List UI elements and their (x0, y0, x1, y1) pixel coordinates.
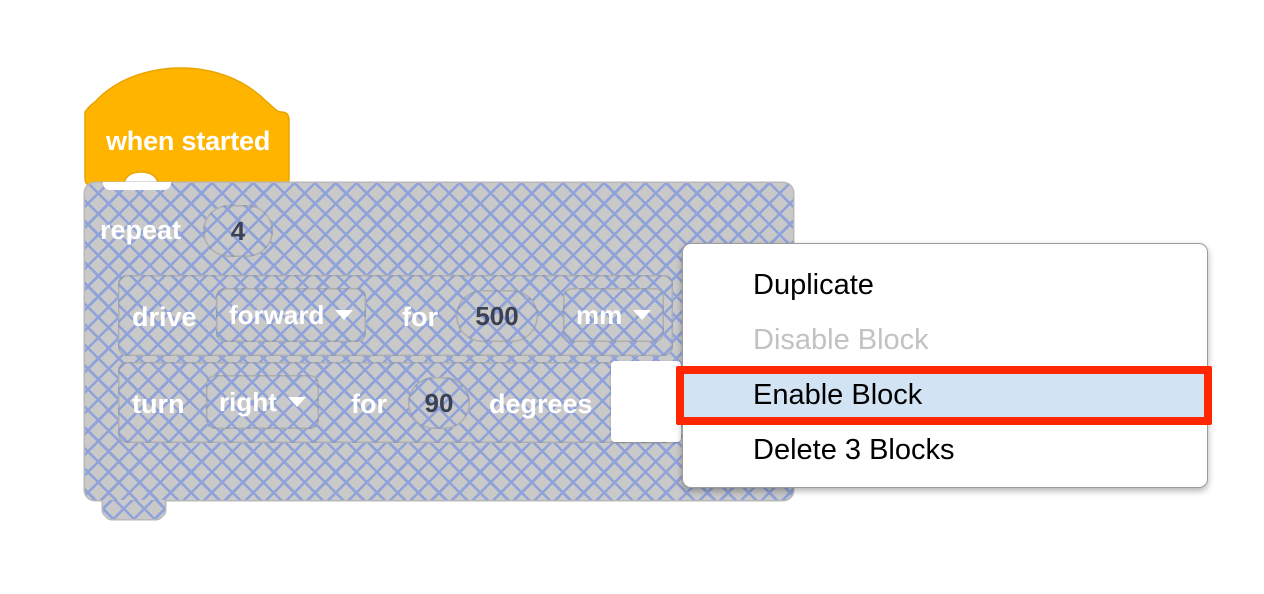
turn-direction-value: right (219, 386, 277, 417)
menu-backing-panel (611, 361, 681, 442)
drive-amount-value: 500 (475, 300, 519, 331)
block-turn[interactable] (118, 362, 674, 443)
drive-direction-value: forward (229, 299, 325, 330)
repeat-count-value: 4 (230, 215, 246, 246)
context-menu[interactable]: Duplicate Disable Block Enable Block Del… (682, 243, 1208, 488)
repeat-bottom-tab (103, 500, 165, 519)
hat-block-shape (84, 67, 290, 187)
context-menu-item-disable-block: Disable Block (683, 313, 1207, 368)
drive-unit-value: mm (576, 299, 623, 330)
context-menu-item-delete-blocks[interactable]: Delete 3 Blocks (683, 423, 1207, 478)
turn-amount-field[interactable]: 90 (408, 377, 470, 429)
drive-preposition-label: for (402, 302, 438, 332)
drive-amount-field[interactable]: 500 (456, 290, 538, 342)
context-menu-item-label: Disable Block (753, 324, 929, 356)
chevron-down-icon (335, 310, 354, 320)
context-menu-item-label: Duplicate (753, 269, 874, 301)
context-menu-item-label: Delete 3 Blocks (753, 434, 955, 466)
drive-direction-dropdown[interactable]: forward (216, 288, 366, 342)
turn-unit-label: degrees (489, 389, 593, 419)
context-menu-item-enable-block[interactable]: Enable Block (683, 368, 1207, 423)
turn-preposition-label: for (351, 389, 387, 419)
repeat-top-notch (103, 182, 171, 190)
chevron-down-icon (287, 397, 306, 407)
turn-direction-dropdown[interactable]: right (206, 375, 319, 429)
drive-verb-label: drive (132, 302, 197, 332)
context-menu-item-duplicate[interactable]: Duplicate (683, 258, 1207, 313)
turn-amount-value: 90 (424, 387, 454, 418)
chevron-down-icon (633, 310, 652, 320)
context-menu-item-label: Enable Block (753, 379, 923, 411)
repeat-block-label: repeat (100, 215, 182, 245)
drive-unit-dropdown[interactable]: mm (563, 288, 664, 342)
turn-verb-label: turn (132, 389, 185, 419)
hat-block-label: when started (106, 126, 271, 156)
block-when-started[interactable]: when started (84, 67, 290, 188)
repeat-count-field[interactable]: 4 (203, 205, 273, 257)
